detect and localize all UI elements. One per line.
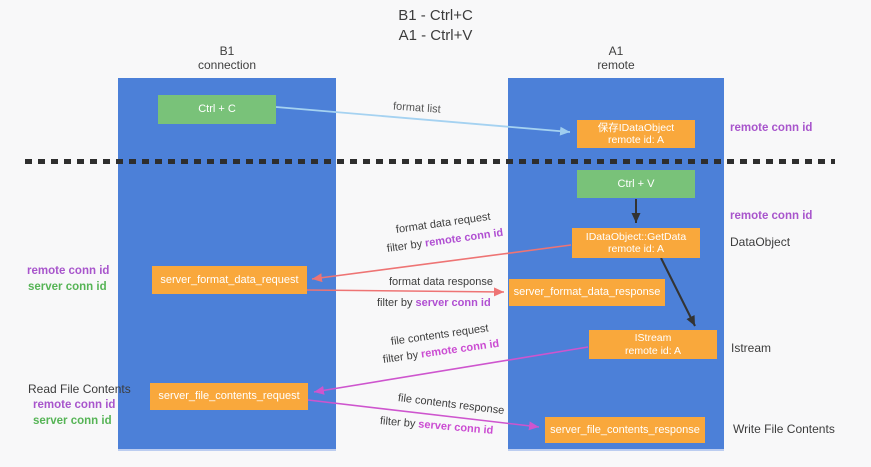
getdata-line2: remote id: A [607,243,665,255]
ctrl-v-box: Ctrl + V [577,170,695,198]
left-column-header: B1 connection [118,44,336,72]
server-file-contents-response-label: server_file_contents_response [550,423,700,436]
format-data-response-arrow [306,287,505,297]
clipboard-boundary-dashed-line [25,159,835,164]
right-column-role: remote [597,58,635,72]
ctrl-v-label: Ctrl + V [617,177,655,190]
filter-by-text: filter by [379,415,416,431]
title-line-1: B1 - Ctrl+C [398,7,473,24]
remote-conn-id-annotation-top: remote conn id [730,122,813,134]
remote-conn-id-annotation-left-bottom: remote conn id [33,399,116,411]
format-data-response-label: format data response [389,276,493,288]
remote-conn-id-annotation-left-top: remote conn id [27,265,110,277]
remote-conn-id-annotation-mid: remote conn id [730,210,813,222]
server-conn-id-annotation-left-bottom: server conn id [33,415,112,427]
istream-line1: IStream [634,332,672,344]
save-idataobject-line2: remote id: A [607,134,665,146]
server-format-data-response-box: server_format_data_response [509,279,665,306]
server-format-data-response-label: server_format_data_response [513,286,661,298]
filter-by-text: filter by [386,238,423,255]
server-file-contents-response-box: server_file_contents_response [545,417,705,443]
file-contents-response-label: file contents response [397,392,505,417]
server-format-data-request-label: server_format_data_request [160,273,299,286]
filter-by-text: filter by [382,349,419,366]
ctrl-c-box: Ctrl + C [158,95,276,124]
getdata-line1: IDataObject::GetData [585,230,687,243]
idataobject-getdata-box: IDataObject::GetData remote id: A [572,228,700,258]
right-column-name: A1 [608,44,624,58]
server-conn-id-text: server conn id [417,418,494,437]
save-idataobject-line1: 保存IDataObject [597,121,675,134]
istream-line2: remote id: A [624,344,682,357]
format-list-label: format list [392,100,442,116]
write-file-contents-annotation: Write File Contents [733,422,835,436]
istream-annotation: Istream [731,341,772,355]
right-column-header: A1 remote [508,44,724,72]
filter-by-text: filter by [377,297,413,309]
left-column-role: connection [197,58,257,72]
server-file-contents-request-label: server_file_contents_request [158,390,300,402]
ctrl-c-label: Ctrl + C [198,103,236,115]
server-file-contents-request-box: server_file_contents_request [150,383,308,410]
server-format-data-request-box: server_format_data_request [152,266,307,294]
title-line-2: A1 - Ctrl+V [398,27,473,44]
left-column-name: B1 [219,44,235,58]
save-idataobject-box: 保存IDataObject remote id: A [577,120,695,148]
istream-box: IStream remote id: A [589,330,717,359]
read-file-contents-annotation: Read File Contents [28,382,131,396]
server-conn-id-text: server conn id [415,297,491,309]
diagram-title: B1 - Ctrl+C A1 - Ctrl+V [0,6,871,46]
dataobject-annotation: DataObject [730,235,791,249]
server-conn-id-annotation-left-top: server conn id [28,281,107,293]
